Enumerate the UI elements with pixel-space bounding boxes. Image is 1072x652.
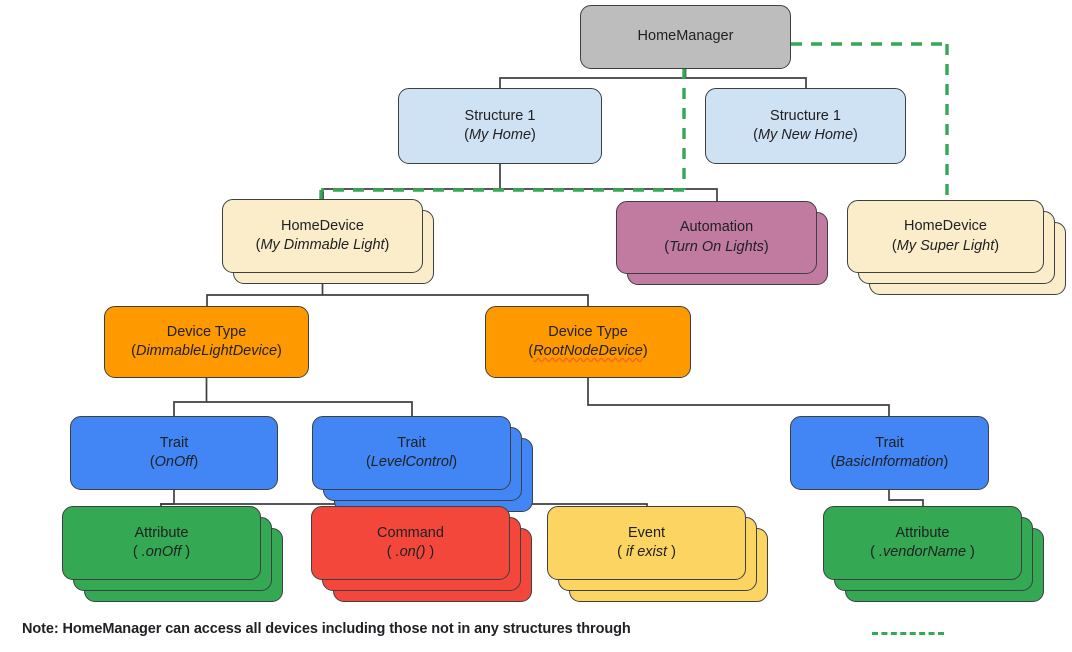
structure-my-home-node[interactable]: Structure 1 (My Home) [398,88,602,164]
node-label-primary: Structure 1 [464,107,536,124]
node-label-primary: HomeManager [637,28,734,45]
node-label-secondary: (RootNodeDevice) [528,343,648,359]
node-label-primary: Trait [159,434,189,451]
node-label-secondary: (LevelControl) [365,454,458,470]
node-label-secondary: (My Dimmable Light) [255,237,390,253]
event-if-exist-node[interactable]: Event ( if exist ) [547,506,746,580]
edge-homemanager-to-structures [499,68,807,89]
node-label-secondary: (My Super Light) [891,237,1000,254]
node-label-primary: HomeDevice [281,217,364,234]
node-label-primary: Attribute [134,524,189,541]
edge-myhome-to-children [322,163,718,202]
node-label-primary: Trait [397,434,426,451]
node-label-secondary: (Turn On Lights) [664,238,769,255]
node-label-secondary: ( if exist ) [617,544,676,560]
device-type-dimmablelightdevice-node[interactable]: Device Type (DimmableLightDevice) [104,306,309,378]
node-label-secondary: (DimmableLightDevice) [131,343,282,359]
footer-note: Note: HomeManager can access all devices… [22,621,631,637]
node-label-primary: Structure 1 [770,107,841,124]
node-label-primary: Device Type [166,323,247,340]
node-label-secondary: (My New Home) [753,127,858,143]
attribute-onoff-node[interactable]: Attribute ( .onOff ) [62,506,261,580]
trait-onoff-node[interactable]: Trait (OnOff) [70,416,278,490]
trait-basicinformation-node[interactable]: Trait (BasicInformation) [790,416,989,490]
device-type-rootnodedevice-node[interactable]: Device Type (RootNodeDevice) [485,306,691,378]
node-label-secondary: (My Home) [464,127,536,143]
node-label-primary: Attribute [895,524,950,541]
node-label-secondary: ( .on() ) [386,544,435,560]
node-label-primary: Event [627,524,666,541]
node-label-primary: Command [377,524,444,541]
home-device-my-dimmable-light-node[interactable]: HomeDevice (My Dimmable Light) [222,199,423,273]
edge-onoff-to-attribute [160,489,175,507]
node-label-secondary: (OnOff) [149,454,199,470]
edge-rootnode-to-basicinfo [587,377,890,417]
node-label-primary: HomeDevice [904,218,987,235]
edge-basicinfo-to-vendorname [888,489,924,507]
trait-levelcontrol-node[interactable]: Trait (LevelControl) [312,416,511,490]
node-label-primary: Device Type [548,323,628,340]
home-manager-node[interactable]: HomeManager [580,5,791,69]
edge-dimmablelight-to-traits [173,377,413,417]
node-label-primary: Automation [679,219,754,236]
automation-turn-on-lights-node[interactable]: Automation (Turn On Lights) [616,201,817,274]
structure-my-new-home-node[interactable]: Structure 1 (My New Home) [705,88,906,164]
node-label-secondary: ( .vendorName ) [870,544,975,560]
node-label-secondary: (BasicInformation) [830,454,949,470]
command-on-node[interactable]: Command ( .on() ) [311,506,510,580]
dashed-line-legend [872,632,944,635]
attribute-vendorname-node[interactable]: Attribute ( .vendorName ) [823,506,1022,580]
node-label-primary: Trait [875,434,904,451]
node-label-secondary: ( .onOff ) [132,544,191,560]
home-device-my-super-light-node[interactable]: HomeDevice (My Super Light) [847,200,1044,273]
